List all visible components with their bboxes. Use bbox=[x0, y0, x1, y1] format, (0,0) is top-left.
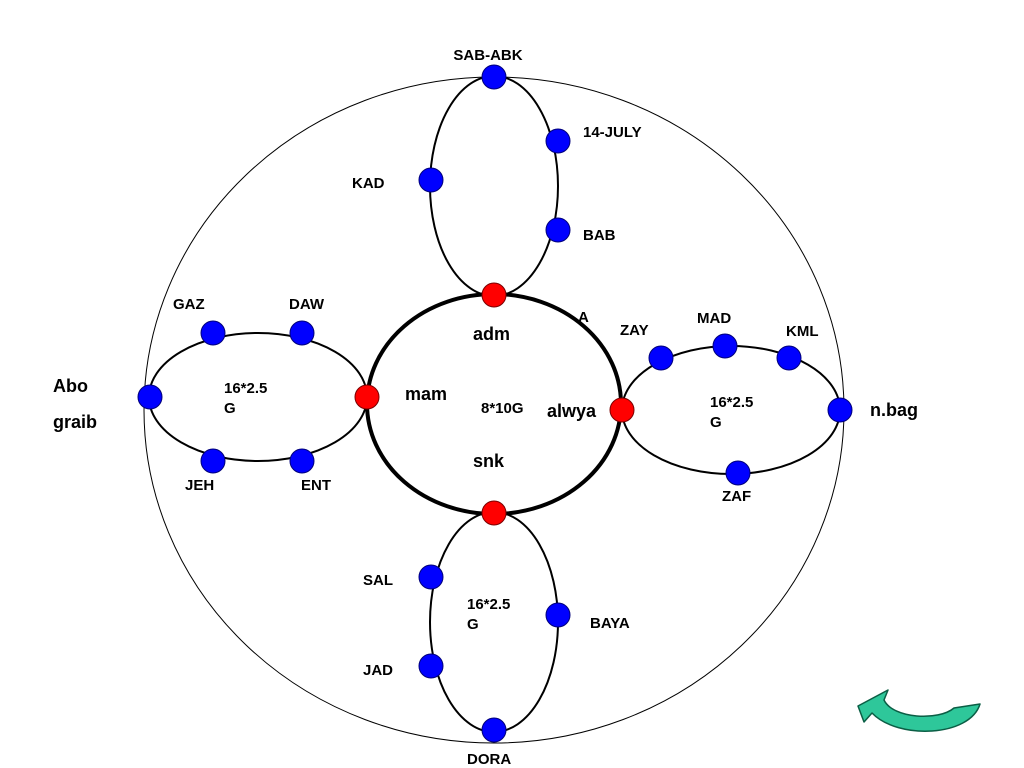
site-node-n-bag bbox=[827, 397, 853, 423]
central-capacity: 8*10G bbox=[481, 400, 524, 417]
junction-node-left bbox=[354, 384, 380, 410]
site-node-daw bbox=[289, 320, 315, 346]
site-node-kad bbox=[418, 167, 444, 193]
central-label-snk: snk bbox=[473, 451, 505, 471]
site-node-zaf bbox=[725, 460, 751, 486]
bottom-ring bbox=[429, 511, 559, 733]
curved-return-arrow-icon[interactable] bbox=[857, 689, 981, 732]
site-node-bab bbox=[545, 217, 571, 243]
label-gaz: GAZ bbox=[173, 296, 205, 313]
site-node-jeh bbox=[200, 448, 226, 474]
label-jad: JAD bbox=[363, 662, 393, 679]
central-label-adm: adm bbox=[473, 324, 510, 344]
label-mad: MAD bbox=[697, 310, 731, 327]
junction-node-top bbox=[481, 282, 507, 308]
label-jeh: JEH bbox=[185, 477, 214, 494]
label-ent: ENT bbox=[301, 477, 331, 494]
left-ring-capacity-line2: G bbox=[224, 400, 236, 417]
site-node-sal bbox=[418, 564, 444, 590]
central-label-mam: mam bbox=[405, 384, 447, 404]
site-node-mad bbox=[712, 333, 738, 359]
label-dora: DORA bbox=[467, 751, 511, 768]
top-ring bbox=[429, 75, 559, 297]
site-node-14-july bbox=[545, 128, 571, 154]
site-node-zay bbox=[648, 345, 674, 371]
site-node-sab-abk bbox=[481, 64, 507, 90]
label-kml: KML bbox=[786, 323, 819, 340]
label-kad: KAD bbox=[352, 175, 385, 192]
site-node-ent bbox=[289, 448, 315, 474]
central-label-fragment: A bbox=[578, 309, 589, 326]
bottom-ring-capacity-line1: 16*2.5 bbox=[467, 596, 510, 613]
label-n-bag: n.bag bbox=[870, 400, 918, 420]
right-ring-capacity-line1: 16*2.5 bbox=[710, 394, 753, 411]
right-ring-capacity-line2: G bbox=[710, 414, 722, 431]
site-node-gaz bbox=[200, 320, 226, 346]
site-node-dora bbox=[481, 717, 507, 743]
label-abo-graib-line1: Abo bbox=[53, 376, 88, 396]
label-daw: DAW bbox=[289, 296, 325, 313]
central-label-alwya: alwya bbox=[547, 401, 597, 421]
junction-node-bottom bbox=[481, 500, 507, 526]
site-node-baya bbox=[545, 602, 571, 628]
label-baya: BAYA bbox=[590, 615, 630, 632]
site-node-abo-graib bbox=[137, 384, 163, 410]
label-sal: SAL bbox=[363, 572, 393, 589]
left-ring-capacity-line1: 16*2.5 bbox=[224, 380, 267, 397]
left-ring bbox=[148, 332, 368, 462]
bottom-ring-capacity-line2: G bbox=[467, 616, 479, 633]
site-node-jad bbox=[418, 653, 444, 679]
label-bab: BAB bbox=[583, 227, 616, 244]
label-sab-abk: SAB-ABK bbox=[453, 47, 522, 64]
site-node-kml bbox=[776, 345, 802, 371]
label-abo-graib-line2: graib bbox=[53, 412, 97, 432]
label-zaf: ZAF bbox=[722, 488, 751, 505]
label-zay: ZAY bbox=[620, 322, 649, 339]
junction-node-right bbox=[609, 397, 635, 423]
label-14-july: 14-JULY bbox=[583, 124, 642, 141]
